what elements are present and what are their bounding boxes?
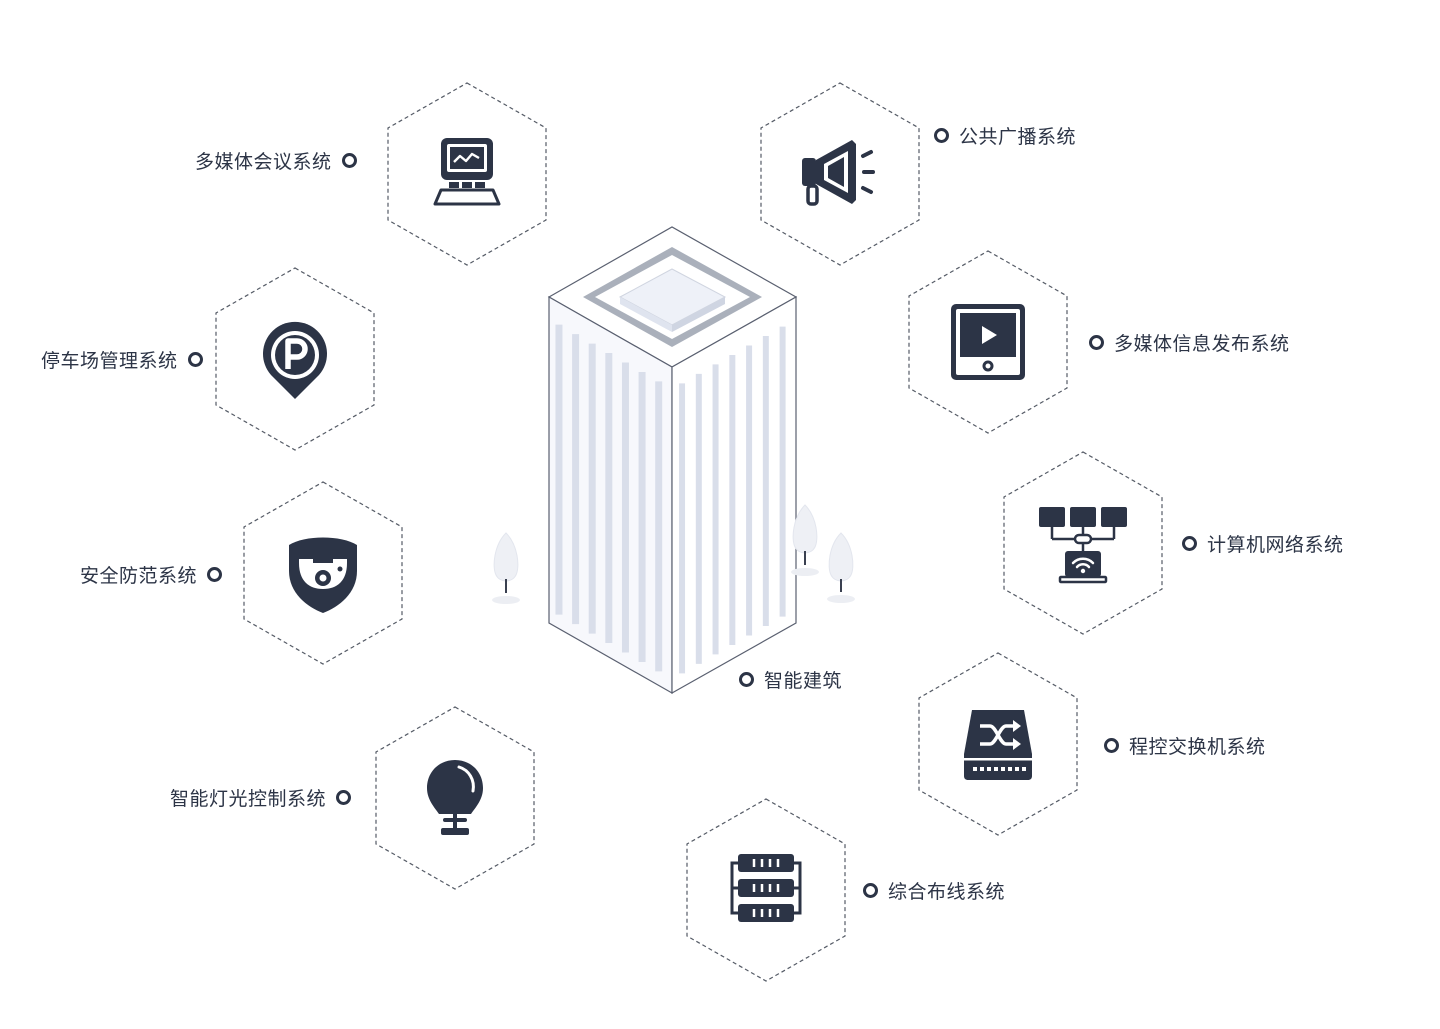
tree-right-2 (827, 532, 855, 603)
building-right-stripes (679, 326, 786, 674)
light-bulb-icon (415, 758, 495, 838)
hex-parking-management[interactable] (215, 267, 375, 451)
label-dot (341, 152, 357, 168)
label-dot (863, 882, 878, 898)
label-dot (934, 127, 949, 143)
system-label-text: 多媒体会议系统 (195, 150, 332, 173)
system-label-computer-network: 计算机网络系统 (1182, 529, 1344, 557)
label-dot (1089, 334, 1104, 350)
label-dot (1182, 535, 1197, 551)
system-label-smart-lighting: 智能灯光控制系统 (170, 783, 352, 811)
system-label-text: 程控交换机系统 (1129, 735, 1266, 758)
system-label-security-protection: 安全防范系统 (80, 560, 223, 588)
building-left-stripes (555, 324, 663, 672)
system-label-text: 综合布线系统 (888, 880, 1006, 903)
system-label-public-broadcast: 公共广播系统 (934, 121, 1076, 149)
system-label-program-switch: 程控交换机系统 (1104, 731, 1266, 759)
label-dot (187, 351, 203, 367)
hex-multimedia-conference[interactable] (387, 82, 547, 266)
system-label-text: 多媒体信息发布系统 (1114, 332, 1290, 355)
system-label-integrated-cabling: 综合布线系统 (863, 876, 1005, 904)
label-dot (336, 789, 352, 805)
system-label-multimedia-info-release: 多媒体信息发布系统 (1089, 328, 1290, 356)
hex-program-switch[interactable] (918, 652, 1078, 836)
building-icon (492, 226, 855, 695)
label-dot (1104, 737, 1119, 753)
system-label-multimedia-conference: 多媒体会议系统 (195, 146, 357, 174)
system-label-text: 安全防范系统 (80, 564, 198, 587)
parking-pin-icon (255, 319, 335, 399)
tree-right-1 (791, 504, 819, 576)
megaphone-icon (800, 134, 880, 214)
label-dot (207, 566, 223, 582)
shield-camera-icon (283, 533, 363, 613)
monitor-computer-icon (427, 134, 507, 214)
switch-device-icon (958, 704, 1038, 784)
video-tablet-icon (948, 302, 1028, 382)
hex-smart-lighting[interactable] (375, 706, 535, 890)
server-rack-icon (726, 850, 806, 930)
hex-computer-network[interactable] (1003, 451, 1163, 635)
hex-public-broadcast[interactable] (760, 82, 920, 266)
label-dot (739, 671, 754, 687)
system-label-text: 公共广播系统 (959, 125, 1077, 148)
hex-multimedia-info-release[interactable] (908, 250, 1068, 434)
hex-security-protection[interactable] (243, 481, 403, 665)
system-label-parking-management: 停车场管理系统 (41, 345, 203, 373)
hex-integrated-cabling[interactable] (686, 798, 846, 982)
system-label-text: 停车场管理系统 (41, 349, 178, 372)
smart-building-illustration (480, 215, 880, 705)
center-label-text: 智能建筑 (764, 669, 843, 692)
center-label: 智能建筑 (739, 665, 842, 693)
system-label-text: 智能灯光控制系统 (170, 787, 327, 810)
system-label-text: 计算机网络系统 (1207, 533, 1344, 556)
network-router-icon (1039, 503, 1127, 584)
tree-left (492, 532, 520, 604)
